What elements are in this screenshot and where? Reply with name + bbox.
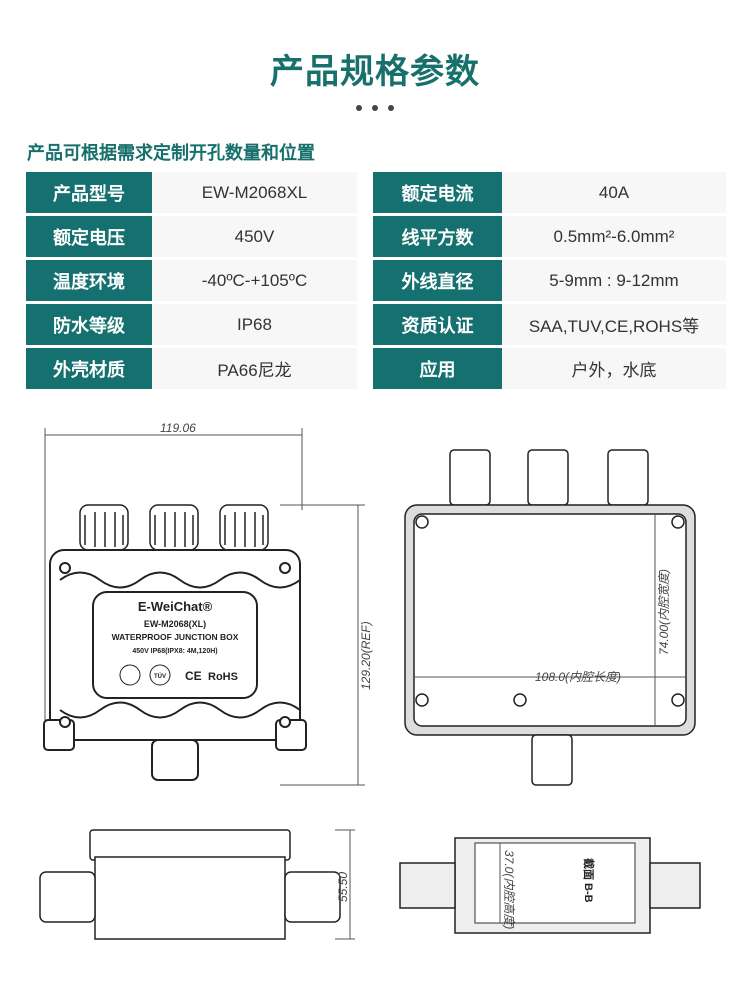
inner-length-dimension: 108.0(内腔长度) <box>535 670 621 684</box>
tuv-mark-icon <box>149 664 171 686</box>
spec-label: 外线直径 <box>373 260 502 301</box>
spec-value: PA66尼龙 <box>152 348 357 389</box>
spec-label: 额定电流 <box>373 172 502 213</box>
cable-glands-top <box>79 504 269 551</box>
product-label-text: WATERPROOF JUNCTION BOX <box>112 632 239 642</box>
spec-row: 防水等级 IP68 资质认证 SAA,TUV,CE,ROHS等 <box>26 304 726 345</box>
height-dimension: 129.20(REF) <box>359 621 373 690</box>
inside-view-drawing: 108.0(内腔长度) 74.00(内腔宽度) <box>404 449 696 786</box>
spec-label: 防水等级 <box>26 304 152 345</box>
model-label: EW-M2068(XL) <box>144 619 206 629</box>
spec-label: 线平方数 <box>373 216 502 257</box>
section-label: 截面 B-B <box>582 858 596 903</box>
brand-name: E-WeiChat® <box>138 599 213 614</box>
spec-value: EW-M2068XL <box>152 172 357 213</box>
spec-row: 温度环境 -40ºC-+105ºC 外线直径 5-9mm : 9-12mm <box>26 260 726 301</box>
spec-value: 0.5mm²-6.0mm² <box>502 216 726 257</box>
spec-label: 外壳材质 <box>26 348 152 389</box>
spec-value: 40A <box>502 172 726 213</box>
spec-table: 产品型号 EW-M2068XL 额定电流 40A 额定电压 450V 线平方数 … <box>26 172 726 392</box>
spec-row: 产品型号 EW-M2068XL 额定电流 40A <box>26 172 726 213</box>
spec-value: 450V <box>152 216 357 257</box>
spec-label: 额定电压 <box>26 216 152 257</box>
spec-label: 温度环境 <box>26 260 152 301</box>
customization-note: 产品可根据需求定制开孔数量和位置 <box>27 143 315 164</box>
side-view-drawing: 55.50 <box>39 829 355 940</box>
rohs-mark: RoHS <box>208 671 238 683</box>
width-dimension: 119.06 <box>160 421 196 435</box>
section-view-drawing: 37.0(内腔高度) 截面 B-B <box>399 837 701 934</box>
tuv-text: TÜV <box>154 673 166 680</box>
rating-label: 450V IP68(IPX8: 4M,120H) <box>132 648 217 655</box>
ce-mark: CE <box>185 669 202 683</box>
spec-label: 产品型号 <box>26 172 152 213</box>
spec-row: 额定电压 450V 线平方数 0.5mm²-6.0mm² <box>26 216 726 257</box>
spec-value: SAA,TUV,CE,ROHS等 <box>502 304 726 345</box>
spec-value: 5-9mm : 9-12mm <box>502 260 726 301</box>
spec-row: 外壳材质 PA66尼龙 应用 户外，水底 <box>26 348 726 389</box>
product-label: E-WeiChat® EW-M2068(XL) WATERPROOF JUNCT… <box>92 591 258 699</box>
inner-width-dimension: 74.00(内腔宽度) <box>657 569 671 655</box>
spec-label: 应用 <box>373 348 502 389</box>
spec-value: -40ºC-+105ºC <box>152 260 357 301</box>
spec-value: IP68 <box>152 304 357 345</box>
height-dimension-side: 55.50 <box>336 872 350 902</box>
inner-depth-dimension: 37.0(内腔高度) <box>502 850 516 929</box>
page-title: 产品规格参数 <box>270 52 480 92</box>
front-view-drawing: 119.06 129.20(REF) E-WeiChat® EW-M2068(X… <box>43 421 373 786</box>
spec-label: 资质认证 <box>373 304 502 345</box>
spec-value: 户外，水底 <box>502 348 726 389</box>
saa-mark-icon <box>119 664 141 686</box>
title-divider-dots <box>0 96 750 115</box>
